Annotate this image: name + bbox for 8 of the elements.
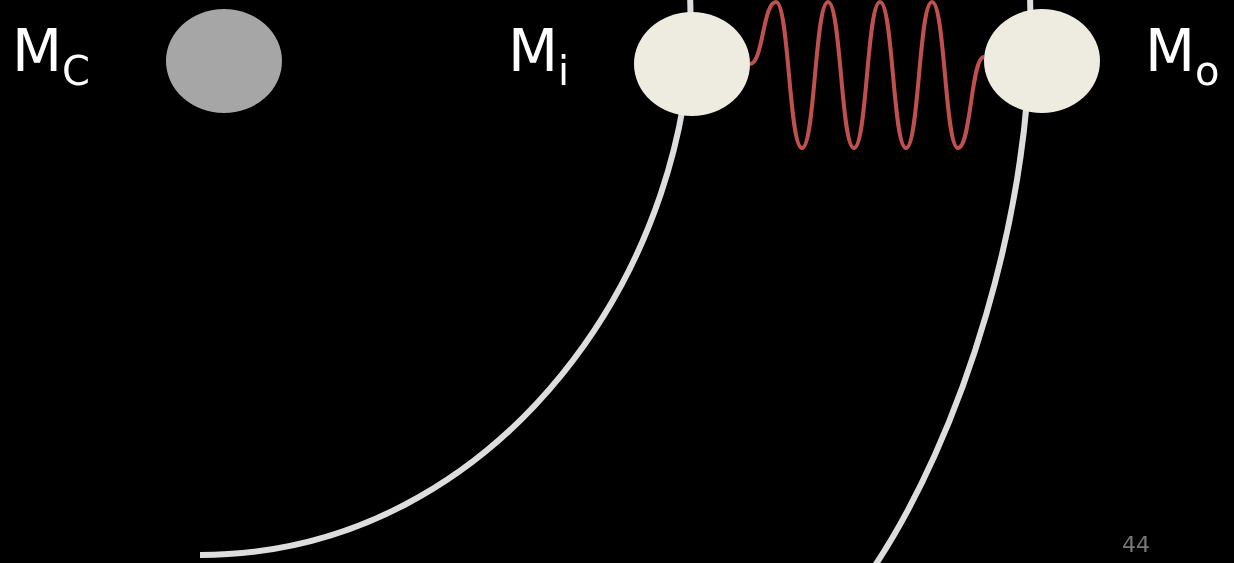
mass-label: M$_{i}$: [508, 22, 570, 91]
mass-label: M$_{C}$: [12, 22, 90, 91]
mass-ball: [634, 12, 750, 116]
spring: [748, 0, 986, 150]
page-number: 44: [1122, 532, 1150, 557]
mass-ball: [166, 9, 282, 113]
mass-label: M$_{o}$: [1145, 22, 1220, 91]
mass-ball: [984, 9, 1100, 113]
